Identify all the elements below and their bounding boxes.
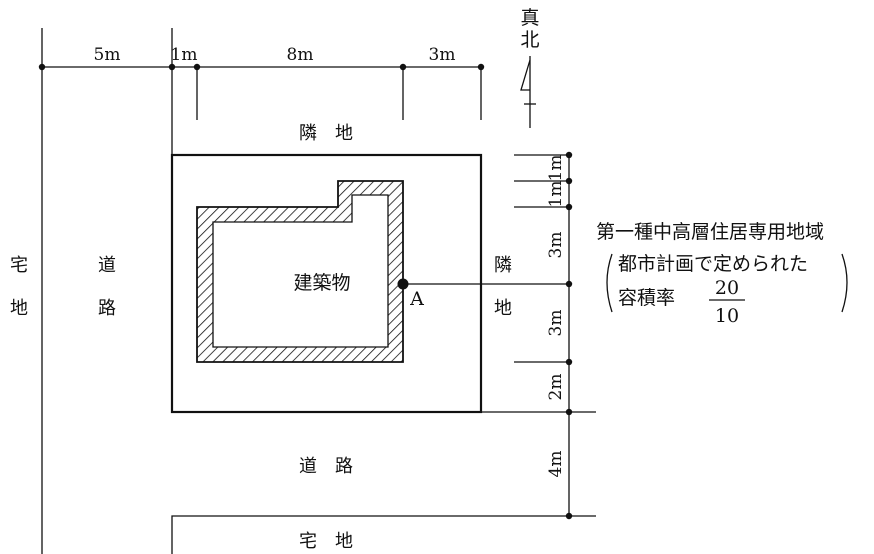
right-paren [841, 253, 848, 313]
north-arrow: 真 北 [520, 7, 540, 128]
right-dim-3m-b: 3m [546, 310, 566, 337]
residential-bottom-edge [171, 515, 596, 554]
neighbor-top-label: 隣 地 [299, 123, 353, 144]
residential-left-label-2: 地 [10, 298, 28, 319]
neighbor-right-label-1: 隣 [494, 255, 512, 276]
zoning-info: 第一種中高層住居専用地域 都市計画で定められた 容積率 20 10 [596, 221, 848, 327]
top-dim-8m: 8m [287, 45, 314, 65]
top-dim-1m: 1m [171, 45, 198, 65]
north-label-2: 北 [520, 29, 539, 51]
point-a-label: A [409, 288, 424, 310]
right-dim-3m-a: 3m [546, 232, 566, 259]
far-label: 容積率 [618, 287, 675, 309]
building-label: 建築物 [293, 272, 350, 294]
right-dim-1m-b: 1m [546, 181, 566, 208]
zoning-note: 都市計画で定められた [618, 253, 808, 275]
dim-node [565, 177, 573, 185]
dim-node [565, 280, 573, 288]
top-dim-3m: 3m [429, 45, 456, 65]
right-dim-2m: 2m [546, 374, 566, 401]
right-dim-1m-a: 1m [546, 155, 566, 182]
dim-node [193, 63, 201, 71]
building-outline-inner [213, 195, 388, 347]
road-left-label-1: 道 [98, 255, 116, 276]
dim-node [38, 63, 46, 71]
far-numerator: 20 [715, 277, 739, 299]
dim-node [565, 358, 573, 366]
road-bottom-label: 道 路 [299, 456, 353, 477]
zoning-district: 第一種中高層住居専用地域 [596, 221, 824, 243]
neighbor-right-label-2: 地 [494, 298, 512, 319]
residential-left-label-1: 宅 [10, 255, 28, 276]
dim-node [168, 63, 176, 71]
road-left-label-2: 路 [98, 298, 116, 319]
north-arrow-head-icon [520, 59, 531, 91]
dim-node [565, 203, 573, 211]
residential-bottom-label: 宅 地 [299, 531, 353, 552]
top-dim-5m: 5m [94, 45, 121, 65]
dim-node [565, 151, 573, 159]
dim-node [399, 63, 407, 71]
right-dim-4m: 4m [546, 451, 566, 478]
dim-node [477, 63, 485, 71]
north-label-1: 真 [520, 7, 539, 29]
far-denominator: 10 [715, 305, 739, 327]
left-paren [606, 253, 613, 313]
